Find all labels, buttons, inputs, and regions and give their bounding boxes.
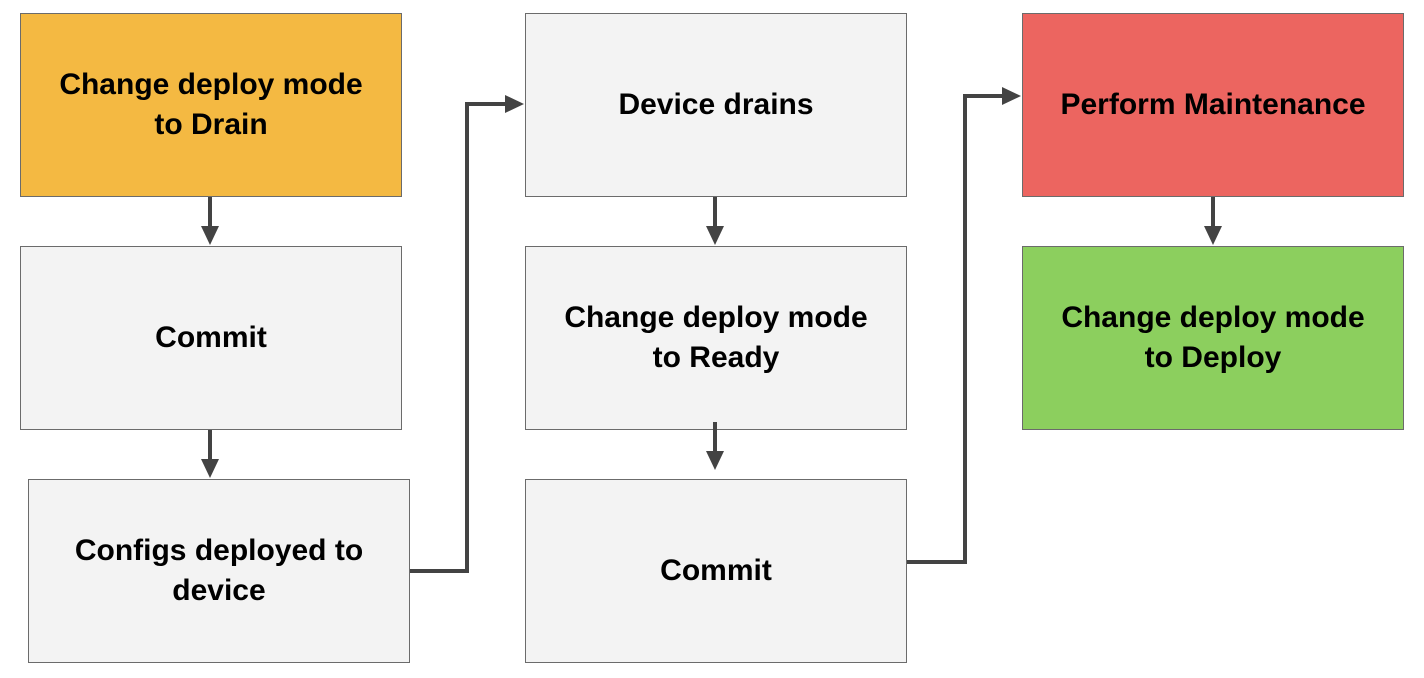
node-label: Change deploy mode to Drain <box>59 68 363 141</box>
node-label: Commit <box>660 554 772 587</box>
node-change-deploy-mode-deploy: Change deploy mode to Deploy <box>1022 246 1404 430</box>
node-label: Configs deployed to device <box>74 534 364 607</box>
node-label: Device drains <box>618 88 814 121</box>
arrowhead <box>706 226 724 245</box>
node-change-deploy-mode-ready: Change deploy mode to Ready <box>525 246 907 430</box>
node-label: Commit <box>155 321 267 354</box>
node-change-deploy-mode-drain: Change deploy mode to Drain <box>20 13 402 197</box>
node-device-drains: Device drains <box>525 13 907 197</box>
arrowhead <box>201 459 219 478</box>
arrowhead <box>201 226 219 245</box>
node-configs-deployed: Configs deployed to device <box>28 479 410 663</box>
node-perform-maintenance: Perform Maintenance <box>1022 13 1404 197</box>
arrow-configs-to-device-drains <box>410 102 515 573</box>
arrowhead <box>706 451 724 470</box>
node-label: Change deploy mode to Ready <box>564 301 868 374</box>
arrowhead <box>1002 87 1021 105</box>
arrow-commit-to-maintenance <box>907 94 1012 564</box>
node-label: Change deploy mode to Deploy <box>1061 301 1365 374</box>
node-commit-1: Commit <box>20 246 402 430</box>
node-commit-2: Commit <box>525 479 907 663</box>
node-label: Perform Maintenance <box>1060 88 1366 121</box>
arrowhead <box>1204 226 1222 245</box>
arrowhead <box>505 95 524 113</box>
